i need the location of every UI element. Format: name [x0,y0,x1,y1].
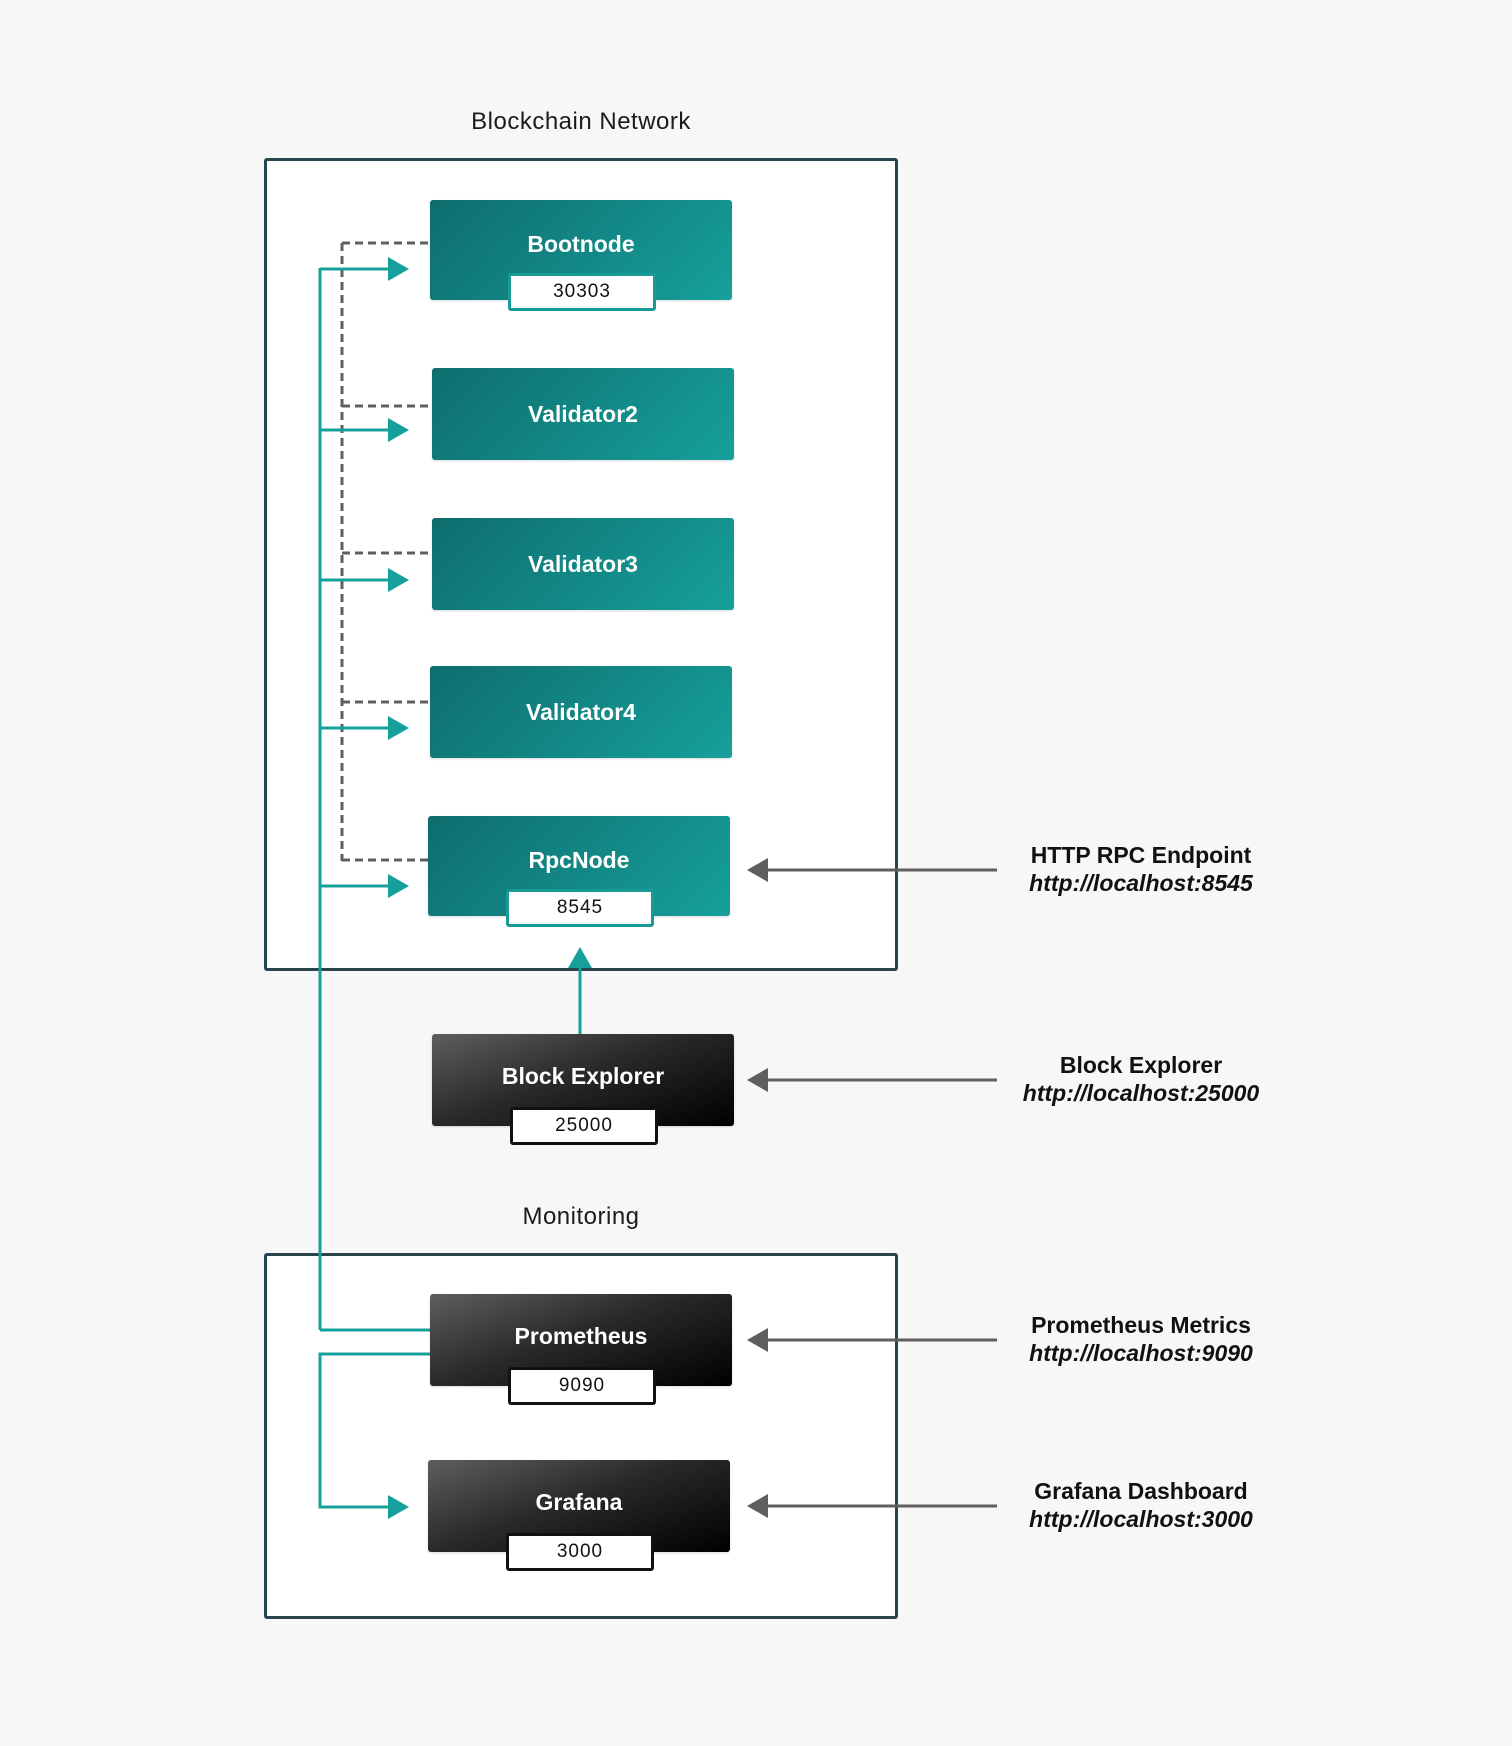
prometheus-port: 9090 [508,1367,656,1405]
grafana-link [318,1352,430,1519]
block-explorer-node: Block Explorer 25000 [432,1034,734,1145]
metrics-links [318,257,592,1519]
grafana-port: 3000 [506,1533,654,1571]
rpcnode-port: 8545 [506,889,654,927]
rpcnode-label: RpcNode [528,846,630,873]
block-explorer-port: 25000 [510,1107,658,1145]
rpcnode-node: RpcNode 8545 [428,816,730,927]
grafana-endpoint-url[interactable]: http://localhost:3000 [1029,1506,1253,1532]
block-explorer-label: Block Explorer [501,1062,665,1089]
prometheus-endpoint-title: Prometheus Metrics [1031,1312,1251,1338]
validator3-node: Validator3 [432,518,734,610]
prometheus-node: Prometheus 9090 [430,1294,732,1405]
prometheus-endpoint-url[interactable]: http://localhost:9090 [1029,1340,1253,1366]
grafana-endpoint-title: Grafana Dashboard [1034,1478,1248,1504]
external-access-arrows [747,858,997,1518]
bootnode-node: Bootnode 30303 [430,200,732,311]
validator3-label: Validator3 [528,550,638,577]
validator4-label: Validator4 [526,698,636,725]
rpc-endpoint-url[interactable]: http://localhost:8545 [1029,870,1253,896]
grafana-node: Grafana 3000 [428,1460,730,1571]
bootnode-port: 30303 [508,273,656,311]
prometheus-endpoint-label: Prometheus Metrics http://localhost:9090 [991,1311,1291,1367]
peer-links [340,241,432,862]
grafana-label: Grafana [535,1488,623,1515]
explorer-endpoint-url[interactable]: http://localhost:25000 [1022,1080,1260,1106]
blockchain-network-title: Blockchain Network [471,108,691,135]
explorer-endpoint-label: Block Explorer http://localhost:25000 [991,1051,1291,1107]
bootnode-label: Bootnode [527,230,635,257]
validator2-label: Validator2 [528,400,638,427]
grafana-endpoint-label: Grafana Dashboard http://localhost:3000 [991,1477,1291,1533]
rpc-endpoint-title: HTTP RPC Endpoint [1030,842,1252,868]
explorer-endpoint-title: Block Explorer [1059,1052,1223,1078]
prometheus-label: Prometheus [514,1322,648,1349]
rpc-endpoint-label: HTTP RPC Endpoint http://localhost:8545 [991,841,1291,897]
validator4-node: Validator4 [430,666,732,758]
monitoring-title: Monitoring [522,1203,640,1230]
validator2-node: Validator2 [432,368,734,460]
